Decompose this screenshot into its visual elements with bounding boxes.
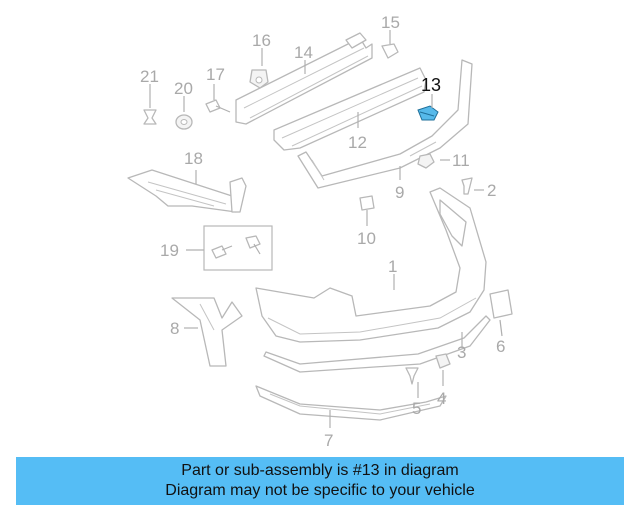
part-6-bracket bbox=[489, 289, 513, 319]
label-9: 9 bbox=[395, 183, 404, 202]
callout-labels: 15 16 14 21 20 17 13 12 11 18 9 2 10 19 … bbox=[140, 13, 505, 450]
part-21-push-clip bbox=[143, 109, 157, 125]
part-13-bolt-highlighted[interactable] bbox=[417, 105, 439, 121]
banner-line-2: Diagram may not be specific to your vehi… bbox=[165, 482, 475, 499]
part-19-bolt-kit bbox=[203, 225, 273, 271]
part-3-lower-valance bbox=[263, 315, 491, 373]
banner-line-1: Part or sub-assembly is #13 in diagram bbox=[181, 462, 459, 479]
part-5-screw bbox=[405, 367, 419, 385]
part-17-bolt bbox=[205, 99, 231, 113]
label-7: 7 bbox=[324, 431, 333, 450]
part-14-reinforcement-beam bbox=[235, 32, 373, 125]
label-6: 6 bbox=[496, 337, 505, 356]
part-12-energy-absorber bbox=[273, 67, 427, 151]
label-12: 12 bbox=[348, 133, 367, 152]
label-18: 18 bbox=[184, 149, 203, 168]
label-8: 8 bbox=[170, 319, 179, 338]
label-10: 10 bbox=[357, 229, 376, 248]
part-15-clip bbox=[381, 43, 399, 59]
label-4: 4 bbox=[437, 389, 446, 408]
part-1-bumper-cover bbox=[255, 187, 487, 343]
label-16: 16 bbox=[252, 31, 271, 50]
label-2: 2 bbox=[487, 181, 496, 200]
label-3: 3 bbox=[457, 343, 466, 362]
part-4-clip bbox=[435, 353, 451, 369]
part-8-side-guide bbox=[171, 297, 243, 367]
part-20-nut bbox=[175, 114, 193, 130]
label-15: 15 bbox=[381, 13, 400, 32]
label-19: 19 bbox=[160, 241, 179, 260]
label-20: 20 bbox=[174, 79, 193, 98]
leader-lines bbox=[149, 30, 503, 428]
label-17: 17 bbox=[206, 65, 225, 84]
part-2-clip bbox=[461, 177, 473, 195]
label-11: 11 bbox=[452, 151, 470, 170]
label-14: 14 bbox=[294, 43, 313, 62]
label-5: 5 bbox=[412, 399, 421, 418]
label-21: 21 bbox=[140, 67, 159, 86]
part-18-side-bracket bbox=[127, 169, 247, 213]
part-10-bolt bbox=[359, 195, 375, 211]
part-7-trim-strip bbox=[255, 385, 447, 421]
label-1: 1 bbox=[388, 257, 397, 276]
label-13: 13 bbox=[421, 75, 441, 95]
part-11-nut bbox=[417, 153, 435, 169]
info-banner: Part or sub-assembly is #13 in diagram D… bbox=[16, 457, 624, 505]
part-16-grommet bbox=[249, 69, 269, 89]
